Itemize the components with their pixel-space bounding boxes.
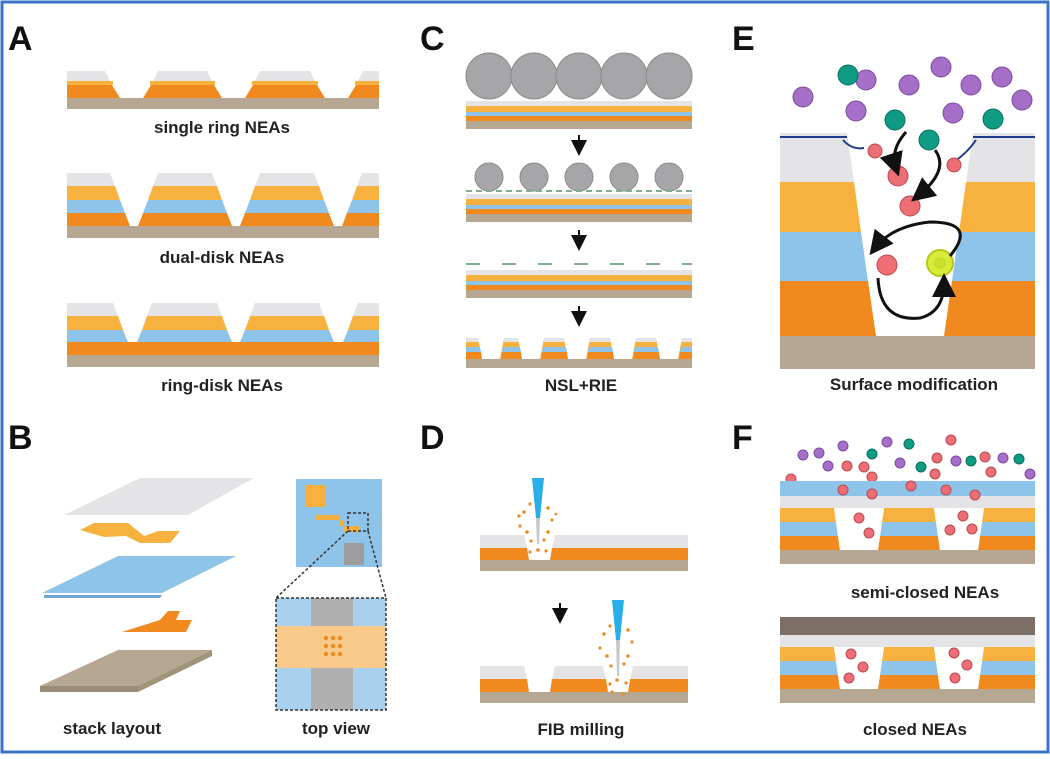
panel-c-label: C xyxy=(420,20,445,58)
caption-single-ring: single ring NEAs xyxy=(154,118,290,137)
top-view-chip xyxy=(275,479,387,599)
panel-a-label: A xyxy=(8,20,33,58)
caption-surface-modification: Surface modification xyxy=(830,375,998,394)
caption-stack-layout: stack layout xyxy=(63,719,162,738)
panel-f: F xyxy=(732,419,1036,739)
caption-semi-closed: semi-closed NEAs xyxy=(851,583,999,602)
panel-b: B xyxy=(8,419,387,738)
ring-disk-nea-schematic xyxy=(67,303,379,367)
caption-top-view: top view xyxy=(302,719,371,738)
nsl-step-1 xyxy=(465,52,693,129)
panel-e: E xyxy=(732,20,1035,394)
caption-dual-disk: dual-disk NEAs xyxy=(160,248,285,267)
stack-layout-exploded xyxy=(40,478,254,692)
surface-modification-schematic xyxy=(780,133,1035,369)
top-view-zoom-inset xyxy=(275,597,387,711)
semi-closed-nea-schematic xyxy=(780,434,1036,564)
molecules xyxy=(792,56,1033,320)
dual-disk-nea-schematic xyxy=(67,173,379,238)
fib-step-1 xyxy=(480,478,688,571)
fib-step-2 xyxy=(480,600,688,703)
caption-closed: closed NEAs xyxy=(863,720,967,739)
panel-b-label: B xyxy=(8,419,33,457)
single-ring-nea-schematic xyxy=(67,71,379,109)
nsl-step-2 xyxy=(466,162,692,222)
panel-d: D xyxy=(420,419,688,739)
closed-nea-schematic xyxy=(780,617,1035,703)
caption-ring-disk: ring-disk NEAs xyxy=(161,376,283,395)
caption-nsl-rie: NSL+RIE xyxy=(545,376,617,395)
panel-c: C xyxy=(420,20,693,395)
panel-f-label: F xyxy=(732,419,753,457)
panel-a: A single ring NEAs dual-disk NEAs ring-d… xyxy=(8,20,379,395)
caption-fib-milling: FIB milling xyxy=(538,720,625,739)
nsl-step-3 xyxy=(466,263,692,298)
panel-d-label: D xyxy=(420,419,445,457)
nsl-step-4 xyxy=(466,338,692,368)
panel-e-label: E xyxy=(732,20,755,58)
